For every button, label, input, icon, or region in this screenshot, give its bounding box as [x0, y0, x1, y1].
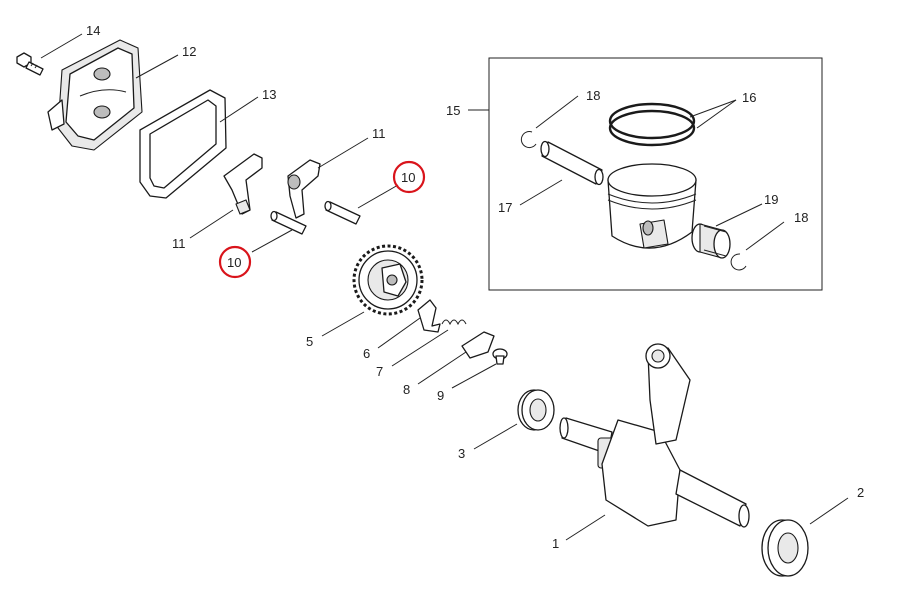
- part-19-needle-bearing[interactable]: [691, 223, 731, 259]
- part-16-piston-rings[interactable]: [608, 102, 696, 147]
- callout-5[interactable]: 5: [306, 334, 313, 349]
- callout-7[interactable]: 7: [376, 364, 383, 379]
- callout-6[interactable]: 6: [363, 346, 370, 361]
- part-17-piston-pin[interactable]: [540, 140, 604, 186]
- callout-18-lower[interactable]: 18: [794, 210, 808, 225]
- leader-lines: [40, 33, 849, 541]
- part-6-decompression-weight[interactable]: [417, 299, 441, 333]
- callout-11-lower[interactable]: 11: [172, 236, 186, 251]
- part-11-rocker-arm-right[interactable]: [287, 159, 321, 219]
- part-12-valve-cover[interactable]: [47, 39, 143, 151]
- part-9-screw[interactable]: [492, 348, 508, 365]
- callout-3[interactable]: 3: [458, 446, 465, 461]
- part-2-oil-seal[interactable]: [761, 519, 809, 577]
- callout-16[interactable]: 16: [742, 90, 756, 105]
- callout-13[interactable]: 13: [262, 87, 276, 102]
- callout-18-upper[interactable]: 18: [586, 88, 600, 103]
- callout-17[interactable]: 17: [498, 200, 512, 215]
- part-10-highlight-left: [218, 245, 252, 279]
- callout-labels: 1 2 3 5 6 7 8 9 10 10 11 11 12 13 14 15 …: [86, 23, 864, 551]
- part-13-gasket[interactable]: [139, 89, 227, 199]
- piston-kit-frame: [488, 57, 823, 291]
- part-3-oil-seal[interactable]: [517, 389, 555, 431]
- callout-11-upper[interactable]: 11: [372, 126, 386, 141]
- callout-19[interactable]: 19: [764, 192, 778, 207]
- part-10-pin-left[interactable]: [270, 210, 307, 235]
- part-5-cam-gear[interactable]: [352, 244, 424, 316]
- callout-10-right[interactable]: 10: [401, 170, 415, 185]
- piston[interactable]: [607, 163, 697, 249]
- part-7-spring[interactable]: [441, 319, 467, 326]
- part-8-plate[interactable]: [461, 331, 495, 359]
- part-18-circlip-upper[interactable]: [520, 131, 537, 148]
- callout-9[interactable]: 9: [437, 388, 444, 403]
- part-11-rocker-arm-left[interactable]: [223, 153, 263, 215]
- callout-14[interactable]: 14: [86, 23, 100, 38]
- callout-2[interactable]: 2: [857, 485, 864, 500]
- callout-12[interactable]: 12: [182, 44, 196, 59]
- part-10-highlight-right: [392, 160, 426, 194]
- callout-8[interactable]: 8: [403, 382, 410, 397]
- callout-15[interactable]: 15: [446, 103, 460, 118]
- part-1-crankshaft[interactable]: [559, 343, 750, 528]
- part-10-pin-right[interactable]: [324, 200, 361, 225]
- callout-10-left[interactable]: 10: [227, 255, 241, 270]
- callout-1[interactable]: 1: [552, 536, 559, 551]
- part-18-circlip-lower[interactable]: [730, 253, 747, 271]
- part-14-bolt[interactable]: [16, 52, 44, 76]
